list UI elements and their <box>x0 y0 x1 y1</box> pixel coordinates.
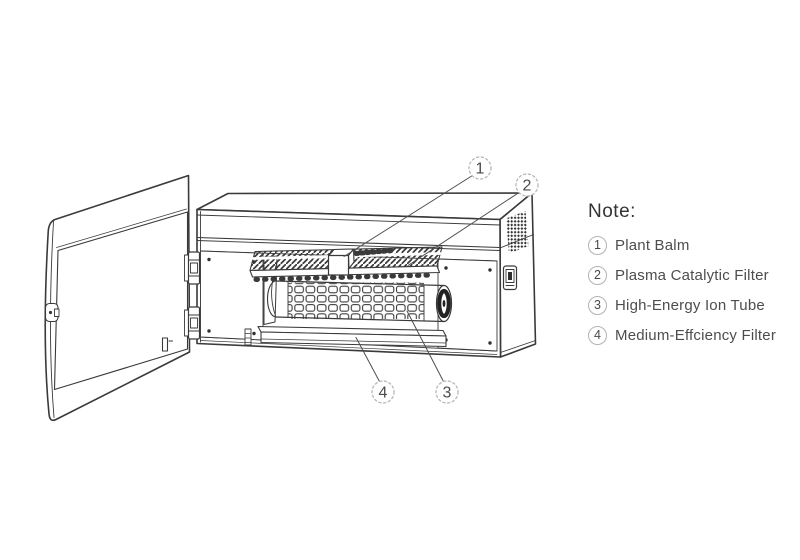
door-edge-thickness-line <box>50 221 55 418</box>
door <box>44 174 191 422</box>
cavity-clip <box>244 328 252 346</box>
door-inner-bevel-line <box>56 208 187 248</box>
main-unit <box>196 192 537 358</box>
legend-number-3: 3 <box>588 296 607 315</box>
leader-line-3 <box>406 310 444 382</box>
right-face-bottom-lip <box>500 340 536 353</box>
legend-number-2: 2 <box>588 266 607 285</box>
note-item-3: 3 High-Energy Ion Tube <box>588 296 788 315</box>
legend-label-2: Plasma Catalytic Filter <box>615 267 769 284</box>
front-top-lip-line <box>196 214 501 226</box>
front-band-line-upper <box>196 236 501 249</box>
callout-1-number: 1 <box>476 161 485 178</box>
legend-label-1: Plant Balm <box>615 237 690 254</box>
door-slot <box>161 337 174 352</box>
tube-left-end <box>266 280 277 318</box>
front-band-line-lower <box>196 240 501 251</box>
door-inner-panel <box>53 211 189 391</box>
tray-teeth <box>253 272 437 282</box>
callout-4-number: 4 <box>379 385 388 402</box>
note-item-2: 2 Plasma Catalytic Filter <box>588 266 788 285</box>
hinge-bottom <box>184 306 201 340</box>
legend-label-4: Medium-Effciency Filter <box>615 327 777 344</box>
callout-2: 2 <box>515 173 539 197</box>
legend-number-1: 1 <box>588 236 607 255</box>
leader-line-2 <box>407 192 520 266</box>
legend-label-3: High-Energy Ion Tube <box>615 297 765 314</box>
tray-comb-strip <box>353 248 395 256</box>
side-latch <box>502 265 518 291</box>
leader-line-1 <box>343 175 473 257</box>
medium-efficiency-filter <box>257 325 447 348</box>
tube-right-cap <box>435 284 453 323</box>
door-latch <box>44 302 60 323</box>
vent-grille <box>506 211 529 254</box>
callout-3-number: 3 <box>443 385 452 402</box>
high-energy-ion-tube <box>266 280 453 323</box>
callout-4: 4 <box>371 380 395 404</box>
callouts: 1 2 3 4 <box>343 156 539 404</box>
door-hinges <box>184 251 201 340</box>
callout-2-number: 2 <box>523 178 532 195</box>
tube-mesh <box>288 282 424 319</box>
note-heading: Note: <box>588 201 636 222</box>
note-item-1: 1 Plant Balm <box>588 236 788 255</box>
callout-3: 3 <box>435 380 459 404</box>
unit-right-face <box>499 192 537 358</box>
plant-balm-box <box>327 248 395 276</box>
leader-line-4 <box>355 337 380 382</box>
legend-number-4: 4 <box>588 326 607 345</box>
note-panel: Note: 1 Plant Balm 2 Plasma Catalytic Fi… <box>588 201 788 356</box>
note-item-4: 4 Medium-Effciency Filter <box>588 326 788 345</box>
callout-1: 1 <box>468 156 492 180</box>
hinge-top <box>184 251 201 285</box>
